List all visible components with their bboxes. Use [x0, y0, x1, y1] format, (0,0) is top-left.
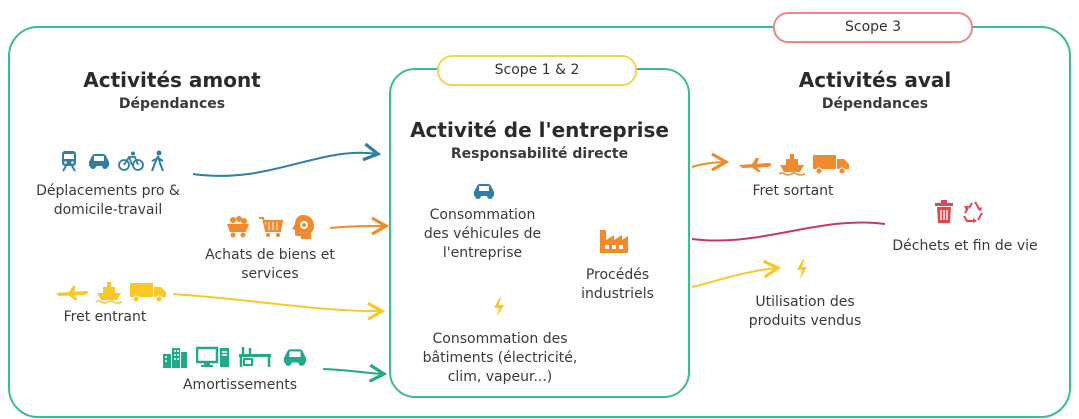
- car-icon: [474, 184, 494, 199]
- buildings-icon: [163, 348, 187, 368]
- train-icon: [62, 151, 76, 172]
- use-label-line2: produits vendus: [748, 313, 862, 329]
- downstream-title: Activités aval: [798, 68, 952, 92]
- company-box: [389, 68, 690, 398]
- shopping-cart-icon: [259, 217, 284, 237]
- plane-icon: [739, 158, 772, 172]
- purchases-icons: [224, 214, 316, 240]
- freight-in-icons: [55, 280, 167, 304]
- arrow-purchases: [329, 216, 390, 236]
- processes-label-line2: industriels: [581, 286, 654, 302]
- mining-cart-icon: [227, 216, 249, 238]
- scope3-frame: [8, 26, 1071, 418]
- freight-out-label: Fret sortant: [752, 183, 834, 199]
- buildings-label-line1: Consommation des: [432, 331, 568, 347]
- freight-out-icons: [738, 152, 850, 176]
- use-label: Utilisation des produits vendus: [725, 293, 885, 331]
- arrow-waste: [691, 221, 886, 242]
- depreciation-icons: [162, 346, 310, 368]
- buildings-label: Consommation des bâtiments (électricité,…: [400, 330, 600, 387]
- purchases-label: Achats de biens et services: [185, 246, 355, 284]
- arrow-freight-out: [691, 152, 730, 172]
- recycle-icon: [963, 201, 983, 223]
- arrow-freight-in: [172, 293, 386, 321]
- waste-icons: [934, 200, 988, 224]
- truck-icon: [130, 283, 166, 303]
- ship-icon: [95, 282, 123, 304]
- upstream-title: Activités amont: [83, 68, 261, 92]
- depreciation-label: Amortissements: [182, 377, 298, 393]
- waste-label: Déchets et fin de vie: [892, 238, 1038, 254]
- vehicles-label: Consommation des véhicules de l'entrepri…: [400, 206, 565, 263]
- trash-icon: [935, 200, 953, 223]
- vehicles-label-line2: des véhicules de: [423, 226, 542, 242]
- scope3-badge: Scope 3: [773, 12, 973, 43]
- processes-label: Procédés industriels: [560, 266, 675, 304]
- travel-label-line2: domicile-travail: [53, 202, 163, 218]
- purchases-label-line1: Achats de biens et: [205, 247, 335, 263]
- travel-label-line1: Déplacements pro &: [36, 183, 180, 199]
- processes-label-line1: Procédés: [585, 267, 650, 283]
- buildings-label-line3: clim, vapeur...): [447, 369, 553, 385]
- freight-in-label: Fret entrant: [63, 309, 147, 325]
- scope12-badge: Scope 1 & 2: [437, 55, 637, 86]
- travel-icons: [58, 150, 166, 172]
- gear-head-icon: [292, 215, 314, 239]
- vehicles-label-line1: Consommation: [429, 207, 536, 223]
- truck-icon: [813, 155, 849, 175]
- company-subtitle: Responsabilité directe: [450, 146, 629, 162]
- upstream-subtitle: Dépendances: [118, 96, 226, 112]
- walking-icon: [151, 150, 164, 172]
- lightning-icon: [494, 297, 504, 317]
- ship-icon: [778, 154, 806, 176]
- bicycle-icon: [118, 151, 144, 171]
- downstream-subtitle: Dépendances: [821, 96, 929, 112]
- vehicles-label-line3: l'entreprise: [442, 245, 523, 261]
- car-icon: [283, 349, 307, 366]
- travel-label: Déplacements pro & domicile-travail: [28, 182, 188, 220]
- arrow-depreciation: [322, 363, 388, 383]
- arrow-travel: [192, 142, 382, 177]
- car-icon: [89, 154, 109, 169]
- factory-icon: [600, 230, 628, 253]
- plane-icon: [56, 286, 89, 300]
- use-label-line1: Utilisation des: [755, 294, 855, 310]
- desk-icon: [239, 347, 271, 367]
- company-title: Activité de l'entreprise: [410, 118, 669, 142]
- lightning-icon: [797, 259, 807, 279]
- computer-icon: [196, 346, 229, 367]
- arrow-use: [691, 259, 782, 288]
- purchases-label-line2: services: [241, 266, 299, 282]
- buildings-label-line2: bâtiments (électricité,: [422, 350, 578, 366]
